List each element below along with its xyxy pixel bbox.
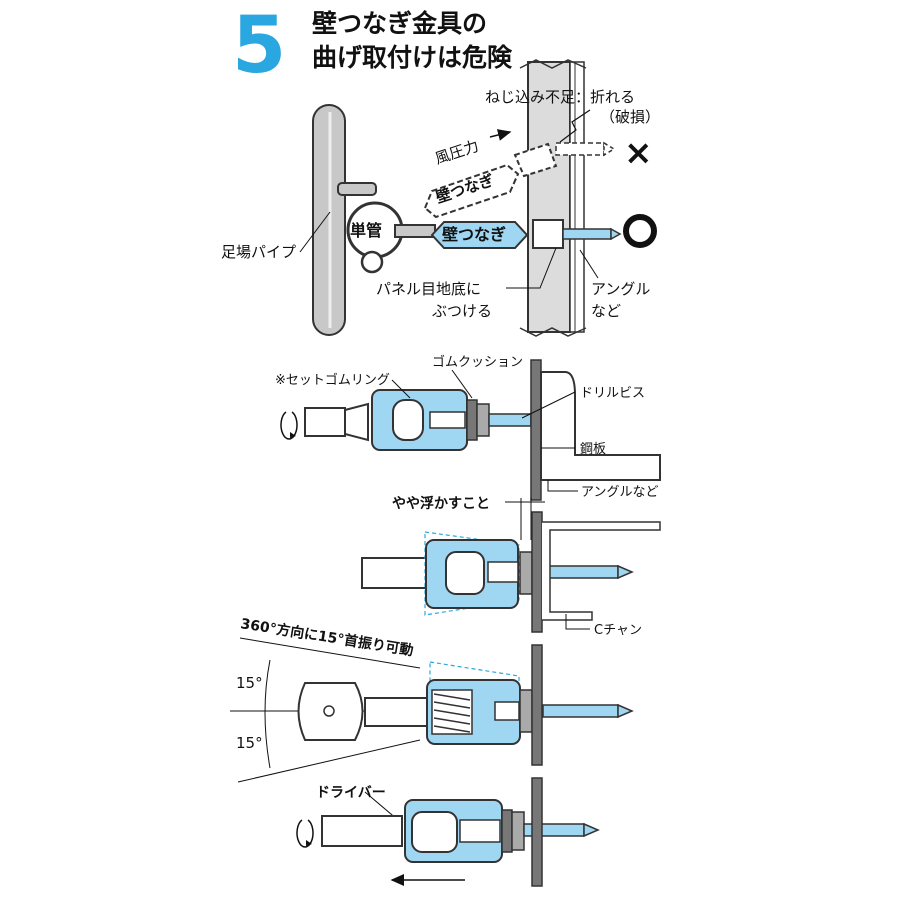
label-rubber-cushion: ゴムクッション — [432, 354, 523, 370]
label-damage: （破損） — [600, 108, 660, 126]
bottom-step-1: ※セットゴムリング ゴムクッション ドリルビス 鋼板 アングルなど — [275, 354, 661, 501]
top-diagram: 単管 壁つなぎ 壁つなぎ 風圧力 ねじ込み不足：折れる （破損） × 足 — [221, 59, 660, 337]
label-angle-bottom: 15° — [236, 734, 263, 752]
mark-wrong: × — [624, 133, 653, 173]
label-insufficient-screw: ねじ込み不足：折れる — [485, 88, 635, 106]
label-scaffold-pipe: 足場パイプ — [221, 243, 296, 261]
header: 5 壁つなぎ金具の 曲げ取付けは危険 — [232, 1, 513, 91]
label-wall-tie-correct: 壁つなぎ — [442, 225, 506, 244]
bottom-step-2: やや浮かすこと Cチャン — [361, 495, 661, 638]
label-float-slightly: やや浮かすこと — [392, 495, 490, 512]
label-set-rubber-ring: ※セットゴムリング — [275, 372, 390, 388]
label-angle-line1: アングル — [591, 280, 650, 298]
label-drill-screw: ドリルビス — [580, 386, 645, 401]
label-angle-top: 15° — [236, 674, 263, 692]
wind-arrow — [489, 129, 512, 141]
label-wind-pressure: 風圧力 — [433, 137, 481, 168]
rubber-cushion — [466, 399, 478, 441]
label-angle-line2: など — [591, 302, 621, 320]
steel-plate — [530, 359, 542, 501]
bottom-step-3: 360°方向に15°首振り可動 15° 15° — [230, 615, 634, 783]
wall-tie-correct: 壁つなぎ — [430, 219, 622, 249]
label-driver: ドライバー — [316, 785, 386, 801]
label-single-pipe: 単管 — [350, 221, 382, 240]
rotation-icon — [280, 411, 298, 440]
title-line-1: 壁つなぎ金具の — [312, 9, 487, 38]
label-c-channel: Cチャン — [594, 623, 642, 638]
pipe-clamp: 単管 — [337, 182, 436, 274]
bottom-step-4: ドライバー — [296, 777, 600, 887]
wall-panel — [519, 59, 587, 337]
title-line-2: 曲げ取付けは危険 — [312, 43, 513, 72]
label-angle-etc: アングルなど — [581, 485, 658, 500]
label-panel-joint-line1: パネル目地底に — [376, 280, 481, 298]
mark-correct — [623, 214, 657, 248]
label-panel-joint-line2: ぶつける — [432, 302, 492, 320]
rotation-icon-2 — [296, 819, 314, 848]
label-steel-plate: 鋼板 — [580, 442, 606, 457]
step-number: 5 — [232, 1, 286, 91]
